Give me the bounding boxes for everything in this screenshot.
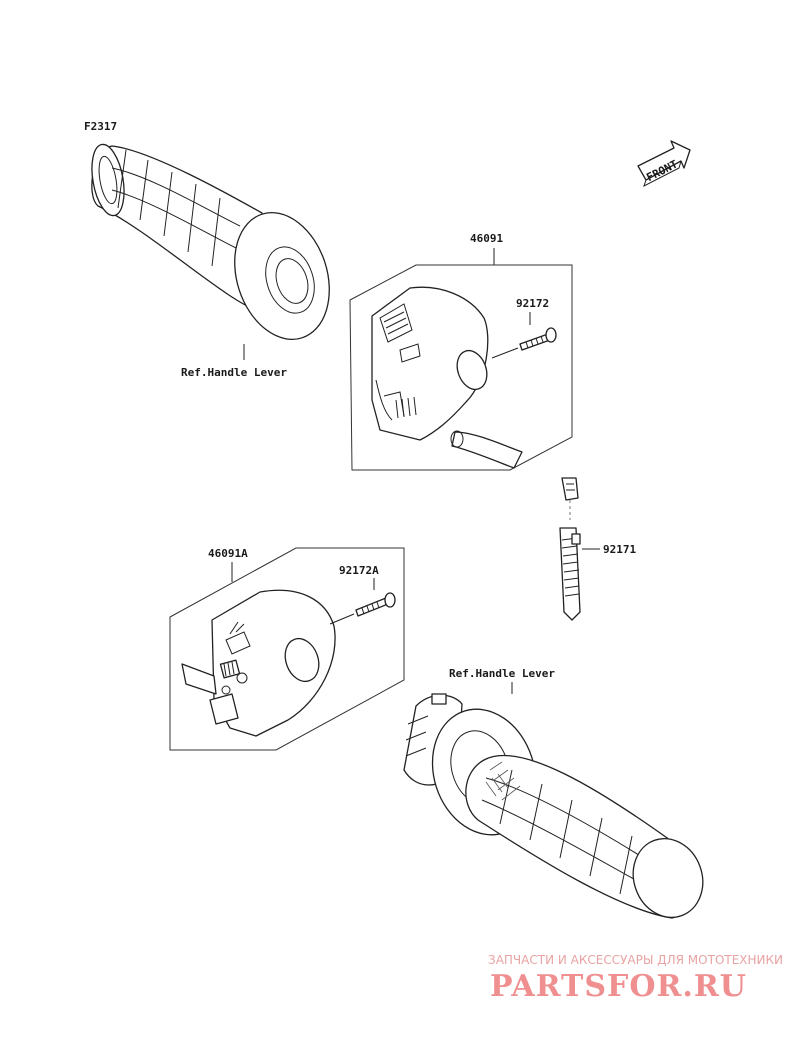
right-switch-assembly: 46091 92172	[349, 232, 573, 471]
ref-handle-lever-top: Ref.Handle Lever	[181, 366, 287, 379]
left-switch-assembly: 46091A 92172A	[169, 547, 405, 751]
screw-92172	[519, 327, 557, 351]
left-handle-grip	[91, 143, 330, 341]
watermark: ЗАПЧАСТИ И АКСЕССУАРЫ ДЛЯ МОТОТЕХНИКИ PA…	[488, 953, 783, 1004]
label-92172: 92172	[516, 297, 549, 310]
screw-92172A	[355, 592, 396, 617]
right-handle-grip	[403, 693, 704, 919]
label-92172A: 92172A	[339, 564, 379, 577]
watermark-brand: PARTSFOR.RU	[490, 969, 747, 1004]
label-46091A: 46091A	[208, 547, 248, 560]
band-92171	[559, 477, 581, 621]
label-46091: 46091	[470, 232, 503, 245]
watermark-subtitle: ЗАПЧАСТИ И АКСЕССУАРЫ ДЛЯ МОТОТЕХНИКИ	[488, 953, 783, 967]
label-92171: 92171	[603, 543, 636, 556]
figure-code: F2317	[84, 120, 117, 133]
ref-handle-lever-bottom: Ref.Handle Lever	[449, 667, 555, 680]
front-arrow-icon: FRONT	[637, 140, 691, 188]
